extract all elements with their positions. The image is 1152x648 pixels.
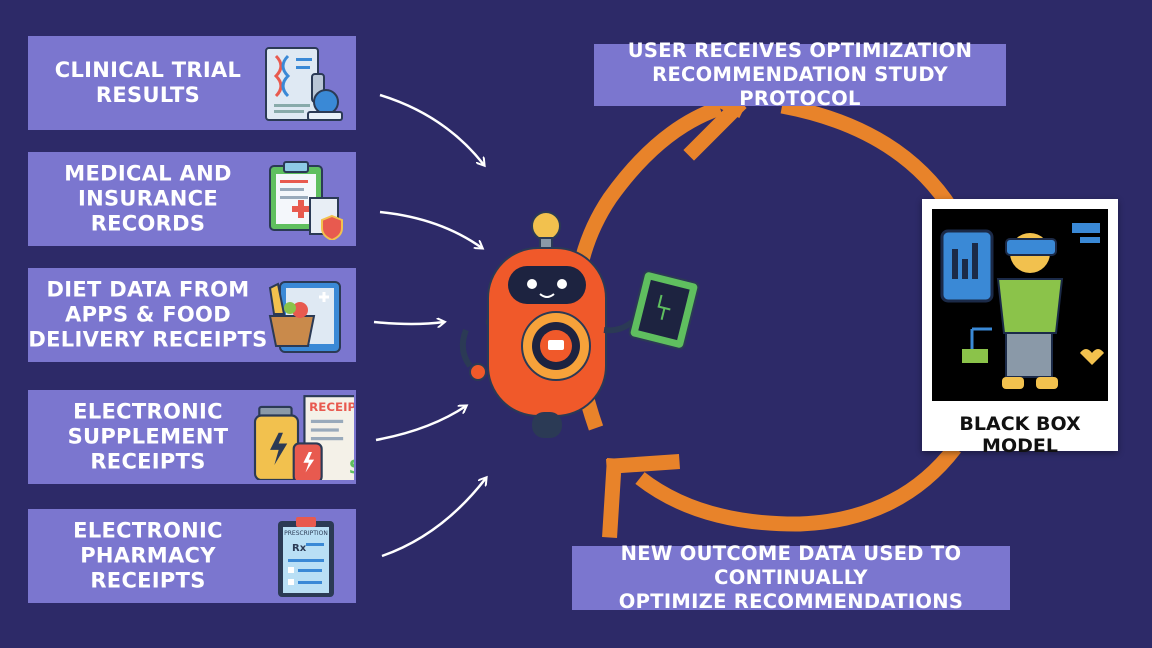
bottom-label-text: NEW OUTCOME DATA USED TO CONTINUALLY OPT… [618, 542, 964, 613]
source-label: CLINICAL TRIAL RESULTS [54, 58, 242, 107]
cycle-arrowhead [602, 454, 680, 538]
prescription-text: PRESCRIPTION [284, 530, 328, 537]
black-box-image [932, 209, 1108, 401]
prescription-clipboard-icon: PRESCRIPTION Rx [278, 517, 334, 597]
source-box-supplement-receipts: ELECTRONIC SUPPLEMENT RECEIPTS RECEIPT $ [28, 390, 356, 484]
source-box-medical-records: MEDICAL AND INSURANCE RECORDS [28, 152, 356, 246]
supplement-receipt-icon: RECEIPT $ [253, 395, 354, 480]
black-box-card: BLACK BOX MODEL [922, 199, 1118, 457]
source-box-clinical-trial: CLINICAL TRIAL RESULTS [28, 36, 356, 130]
top-label-box: USER RECEIVES OPTIMIZATION RECOMMENDATIO… [594, 39, 1006, 110]
source-label: ELECTRONIC PHARMACY RECEIPTS [73, 518, 223, 593]
source-label: ELECTRONIC SUPPLEMENT RECEIPTS [67, 399, 229, 474]
grocery-tablet-icon [268, 281, 341, 353]
dna-microscope-icon [265, 47, 343, 121]
source-box-diet-data: DIET DATA FROM APPS & FOOD DELIVERY RECE… [28, 268, 356, 362]
robot-icon [459, 211, 700, 438]
input-arrow [375, 406, 466, 442]
input-arrow [379, 210, 482, 248]
black-box-caption: BLACK BOX MODEL [959, 413, 1081, 457]
bottom-label-box: NEW OUTCOME DATA USED TO CONTINUALLY OPT… [572, 542, 1010, 613]
source-label: DIET DATA FROM APPS & FOOD DELIVERY RECE… [28, 277, 268, 352]
input-arrow [379, 93, 484, 165]
receipt-text: RECEIPT [309, 400, 354, 414]
vr-user-icon [940, 223, 1104, 389]
source-label: MEDICAL AND INSURANCE RECORDS [64, 161, 232, 236]
input-arrow [373, 322, 444, 324]
rx-text: Rx [292, 543, 307, 554]
source-box-pharmacy-receipts: ELECTRONIC PHARMACY RECEIPTS PRESCRIPTIO… [28, 509, 356, 603]
medical-clipboard-icon [269, 161, 343, 240]
top-label-text: USER RECEIVES OPTIMIZATION RECOMMENDATIO… [627, 39, 973, 110]
input-arrow [381, 478, 486, 558]
dollar-sign: $ [349, 455, 354, 480]
